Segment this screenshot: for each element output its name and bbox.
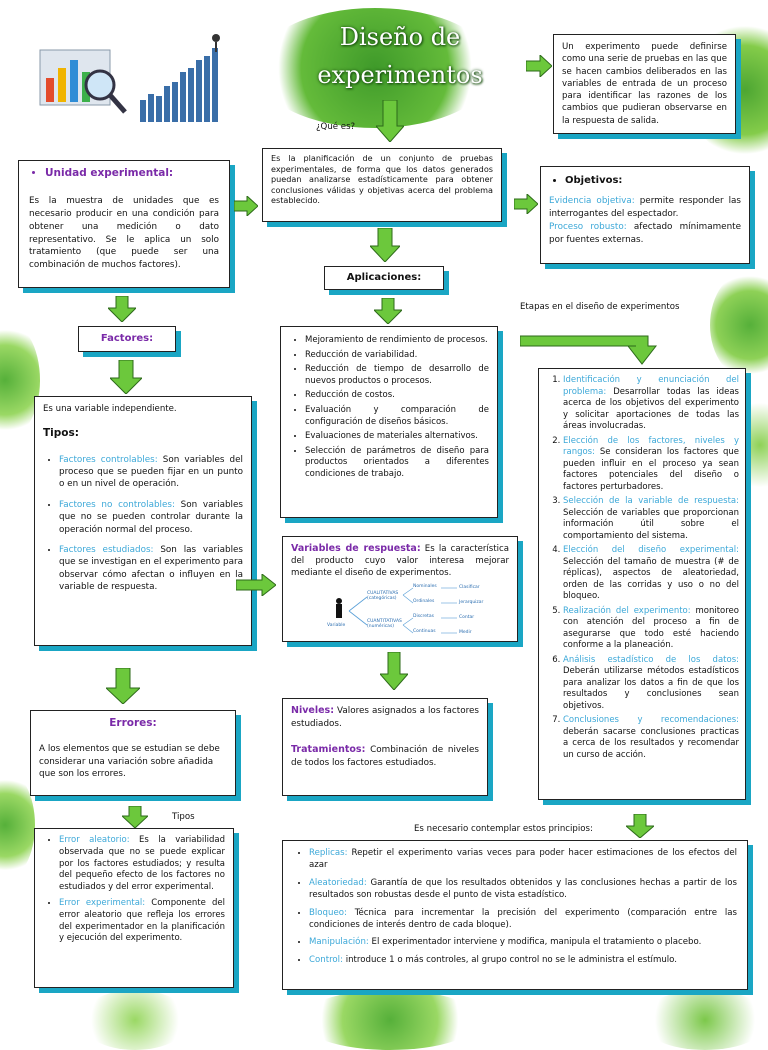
objetivos-heading: Objetivos: bbox=[565, 175, 741, 187]
etapa-item: Elección del diseño experimental: Selecc… bbox=[563, 545, 739, 603]
variables-respuesta-box: Variables de respuesta: Es la caracterís… bbox=[282, 536, 518, 642]
aplicacion-item: Mejoramiento de rendimiento de procesos. bbox=[305, 335, 489, 347]
aplicacion-item: Reducción de tiempo de desarrollo de nue… bbox=[305, 364, 489, 387]
principio-item: Replicas: Repetir el experimento varias … bbox=[309, 847, 737, 872]
arrow-down-icon bbox=[376, 100, 404, 142]
errores-heading: Errores: bbox=[39, 717, 227, 729]
variables-heading: Variables de respuesta: bbox=[291, 543, 421, 554]
factores-intro: Es una variable independiente. bbox=[43, 403, 243, 415]
variable-types-diagram: Variable CUALITATIVAS (categóricas) CUAN… bbox=[291, 583, 509, 641]
watercolor-blob bbox=[80, 990, 190, 1050]
arrow-right-icon bbox=[236, 574, 276, 596]
tipos-error-box: Error aleatorio: Es la variabilidad obse… bbox=[34, 828, 234, 988]
unidad-experimental-box: Unidad experimental: Es la muestra de un… bbox=[18, 160, 230, 288]
error-item: Error aleatorio: Es la variabilidad obse… bbox=[59, 835, 225, 894]
arrow-down-icon bbox=[110, 360, 142, 394]
que-es-label: ¿Qué es? bbox=[316, 122, 355, 132]
objetivo-item: Evidencia objetiva: permite responder la… bbox=[549, 195, 741, 221]
principio-item: Bloqueo: Técnica para incrementar la pre… bbox=[309, 907, 737, 932]
principio-item: Aleatoriedad: Garantía de que los result… bbox=[309, 877, 737, 902]
watercolor-blob bbox=[710, 270, 768, 380]
factor-item: Factores controlables: Son variables del… bbox=[59, 454, 243, 491]
principios-box: Replicas: Repetir el experimento varias … bbox=[282, 840, 748, 990]
etapa-item: Elección de los factores, niveles y rang… bbox=[563, 436, 739, 494]
tipos-errores-label: Tipos bbox=[172, 812, 195, 822]
factores-box: Es una variable independiente. Tipos: Fa… bbox=[34, 396, 252, 646]
unidad-heading: Unidad experimental: bbox=[45, 167, 219, 179]
aplicacion-item: Evaluación y comparación de configuració… bbox=[305, 405, 489, 428]
errores-text: A los elementos que se estudian se debe … bbox=[39, 743, 227, 781]
definition-box: Es la planificación de un conjunto de pr… bbox=[262, 148, 502, 222]
arrow-down-icon bbox=[626, 814, 654, 838]
factor-item: Factores no controlables: Son variables … bbox=[59, 499, 243, 536]
watercolor-blob bbox=[300, 990, 480, 1050]
arrow-down-icon bbox=[380, 652, 408, 690]
arrow-down-icon bbox=[108, 296, 136, 322]
arrow-down-icon bbox=[122, 806, 148, 828]
objetivos-box: Objetivos: Evidencia objetiva: permite r… bbox=[540, 166, 750, 264]
aplicaciones-box: Mejoramiento de rendimiento de procesos.… bbox=[280, 326, 498, 518]
factor-item: Factores estudiados: Son las variables q… bbox=[59, 544, 243, 594]
niveles-tratamientos-box: Niveles: Valores asignados a los factore… bbox=[282, 698, 488, 796]
arrow-right-icon bbox=[526, 55, 552, 77]
etapa-item: Identificación y enunciación del problem… bbox=[563, 375, 739, 433]
page-title: Diseño de experimentos bbox=[300, 18, 500, 94]
arrow-right-icon bbox=[234, 196, 258, 216]
watercolor-blob bbox=[640, 990, 768, 1050]
unidad-text: Es la muestra de unidades que es necesar… bbox=[29, 195, 219, 272]
statistics-illustration bbox=[30, 30, 240, 130]
experiment-definition-box: Un experimento puede definirse como una … bbox=[553, 34, 736, 134]
arrow-down-icon bbox=[106, 668, 140, 704]
principio-item: Manipulación: El experimentador intervie… bbox=[309, 936, 737, 948]
factores-heading-box: Factores: bbox=[78, 326, 176, 352]
arrow-down-icon bbox=[374, 298, 402, 324]
arrow-down-icon bbox=[370, 228, 400, 262]
etapa-item: Conclusiones y recomendaciones: deberán … bbox=[563, 715, 739, 761]
etapas-box: Identificación y enunciación del problem… bbox=[538, 368, 746, 800]
principios-label: Es necesario contemplar estos principios… bbox=[414, 824, 593, 834]
objetivo-item: Proceso robusto: afectado mínimamente po… bbox=[549, 221, 741, 247]
arrow-right-icon bbox=[514, 194, 538, 214]
errores-box: Errores: A los elementos que se estudian… bbox=[30, 710, 236, 796]
principio-item: Control: introduce 1 o más controles, al… bbox=[309, 954, 737, 966]
aplicacion-item: Evaluaciones de materiales alternativos. bbox=[305, 431, 489, 443]
etapa-item: Análisis estadístico de los datos: Deber… bbox=[563, 655, 739, 713]
tipos-label: Tipos: bbox=[43, 427, 243, 439]
aplicacion-item: Selección de parámetros de diseño para p… bbox=[305, 446, 489, 481]
etapas-label: Etapas en el diseño de experimentos bbox=[520, 302, 679, 312]
etapa-item: Selección de la variable de respuesta: S… bbox=[563, 496, 739, 542]
error-item: Error experimental: Componente del error… bbox=[59, 898, 225, 945]
aplicacion-item: Reducción de variabilidad. bbox=[305, 350, 489, 362]
aplicacion-item: Reducción de costos. bbox=[305, 390, 489, 402]
bent-arrow-icon bbox=[520, 330, 670, 366]
aplicaciones-heading-box: Aplicaciones: bbox=[324, 266, 444, 290]
etapa-item: Realización del experimento: monitoreo c… bbox=[563, 606, 739, 652]
